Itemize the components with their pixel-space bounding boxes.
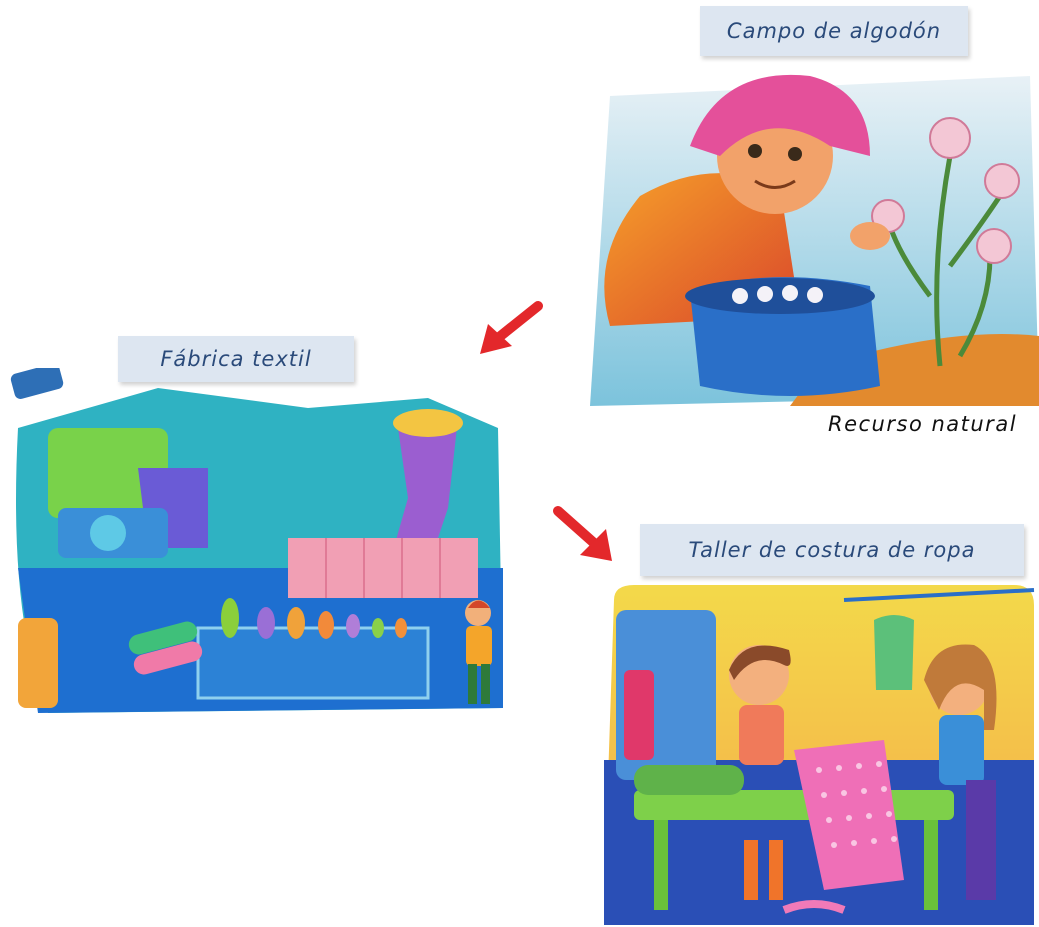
natural-resource-note: Recurso natural	[828, 412, 1017, 436]
arrow-down-left-icon	[476, 300, 546, 360]
cotton-field-label: Campo de algodón	[700, 6, 968, 56]
cotton-field-label-text: Campo de algodón	[727, 19, 941, 43]
arrow-down-right-icon	[552, 505, 618, 565]
sewing-workshop-label: Taller de costura de ropa	[640, 524, 1024, 576]
textile-factory-illustration	[8, 368, 508, 730]
sewing-workshop-label-text: Taller de costura de ropa	[689, 538, 976, 562]
sewing-workshop-illustration	[594, 580, 1039, 927]
cotton-field-illustration	[570, 66, 1039, 406]
